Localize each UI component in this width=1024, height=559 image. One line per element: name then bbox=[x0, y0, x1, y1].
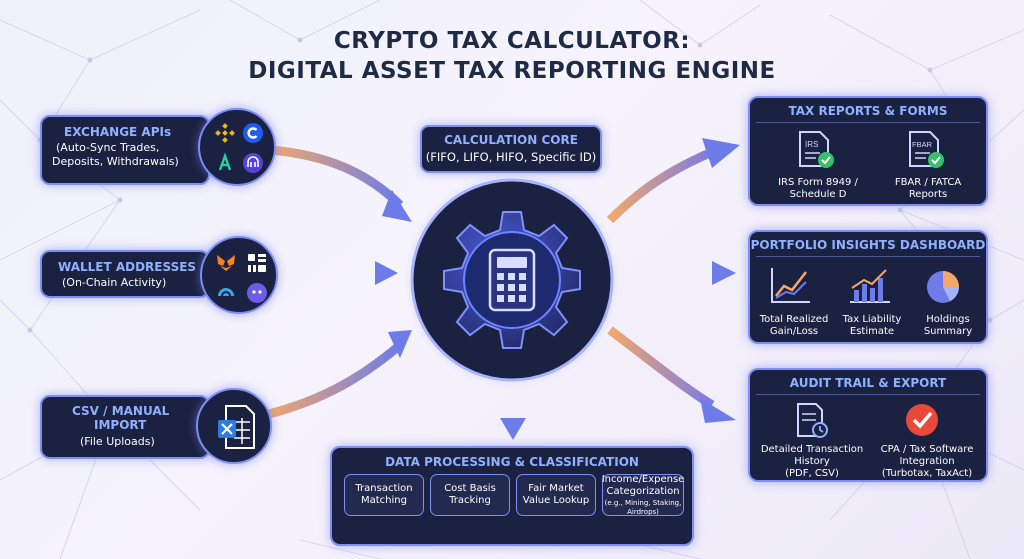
calculator-icon bbox=[488, 248, 536, 312]
trust-wallet-icon bbox=[218, 288, 234, 297]
checkmark-badge-icon bbox=[906, 404, 938, 436]
csv-icon-circle bbox=[196, 388, 272, 464]
cpa-integration-label: CPA / Tax Software Integration (Turbotax… bbox=[880, 444, 974, 479]
arrow-csv bbox=[263, 341, 403, 420]
exchange-icons-circle bbox=[198, 108, 276, 186]
csv-import-desc: (File Uploads) bbox=[80, 435, 155, 448]
calculation-core-gear bbox=[404, 172, 620, 388]
wallet-addresses-heading: WALLET ADDRESSES bbox=[58, 260, 197, 274]
svg-text:FBAR: FBAR bbox=[912, 140, 933, 149]
metamask-icon bbox=[217, 255, 235, 271]
page-title-line2: DIGITAL ASSET TAX REPORTING ENGINE bbox=[248, 58, 776, 84]
page-title-line1: CRYPTO TAX CALCULATOR: bbox=[333, 28, 691, 54]
bar-chart-icon bbox=[850, 269, 890, 303]
tax-reports-box: TAX REPORTS & FORMS IRS IRS Form 8949 / … bbox=[748, 96, 988, 206]
binance-icon bbox=[215, 123, 235, 143]
csv-import-box: CSV / MANUAL IMPORT (File Uploads) bbox=[40, 395, 210, 459]
exchange-apis-box: EXCHANGE APIs (Auto-Sync Trades, Deposit… bbox=[40, 115, 210, 185]
audit-trail-box: AUDIT TRAIL & EXPORT Detailed Transactio… bbox=[748, 368, 988, 482]
exchange-apis-desc-2: Deposits, Withdrawals) bbox=[52, 155, 179, 168]
wallet-icons-circle bbox=[200, 236, 278, 314]
calculation-core-methods: (FIFO, LIFO, HIFO, Specific ID) bbox=[425, 150, 597, 164]
calculation-core-heading: CALCULATION CORE bbox=[444, 133, 578, 147]
exchange-apis-heading: EXCHANGE APIs bbox=[64, 125, 172, 139]
wallet-icon bbox=[247, 283, 267, 303]
holdings-summary-label: Holdings Summary bbox=[923, 314, 973, 337]
arrow-audit bbox=[607, 326, 715, 409]
data-processing-box: DATA PROCESSING & CLASSIFICATION Transac… bbox=[330, 446, 694, 546]
history-document-icon bbox=[797, 403, 828, 438]
kraken-logo-icon bbox=[243, 153, 263, 173]
data-processing-heading: DATA PROCESSING & CLASSIFICATION bbox=[385, 455, 639, 469]
line-chart-icon bbox=[771, 268, 810, 303]
arrow-reports bbox=[606, 147, 714, 224]
csv-import-heading-1: CSV / MANUAL bbox=[72, 404, 170, 418]
wallet-addresses-desc: (On-Chain Activity) bbox=[62, 276, 167, 289]
realized-gain-label: Total Realized Gain/Loss bbox=[759, 314, 829, 337]
svg-text:IRS: IRS bbox=[805, 140, 818, 149]
csv-import-heading-2: IMPORT bbox=[94, 418, 147, 432]
ledger-icon bbox=[248, 254, 266, 272]
tax-liability-label: Tax Liability Estimate bbox=[842, 314, 902, 337]
audit-trail-heading: AUDIT TRAIL & EXPORT bbox=[789, 376, 947, 390]
document-check-icon: IRS bbox=[799, 131, 834, 168]
excel-file-icon bbox=[218, 405, 255, 449]
kraken-icon bbox=[218, 152, 232, 171]
calculation-core-label: CALCULATION CORE (FIFO, LIFO, HIFO, Spec… bbox=[420, 125, 602, 173]
document-check-icon: FBAR bbox=[909, 131, 944, 168]
portfolio-insights-box: PORTFOLIO INSIGHTS DASHBOARD Total Reali… bbox=[748, 230, 988, 344]
exchange-apis-desc-1: (Auto-Sync Trades, bbox=[56, 141, 160, 154]
irs-form-label: IRS Form 8949 / Schedule D bbox=[778, 177, 858, 200]
transaction-history-label: Detailed Transaction History (PDF, CSV) bbox=[760, 444, 864, 479]
wallet-addresses-box: WALLET ADDRESSES (On-Chain Activity) bbox=[40, 250, 210, 298]
pie-chart-icon bbox=[927, 271, 959, 303]
portfolio-insights-heading: PORTFOLIO INSIGHTS DASHBOARD bbox=[750, 238, 986, 252]
arrow-exchange bbox=[269, 145, 404, 209]
fbar-label: FBAR / FATCA Reports bbox=[894, 177, 962, 200]
tax-reports-heading: TAX REPORTS & FORMS bbox=[788, 104, 948, 118]
coinbase-icon bbox=[243, 123, 263, 143]
